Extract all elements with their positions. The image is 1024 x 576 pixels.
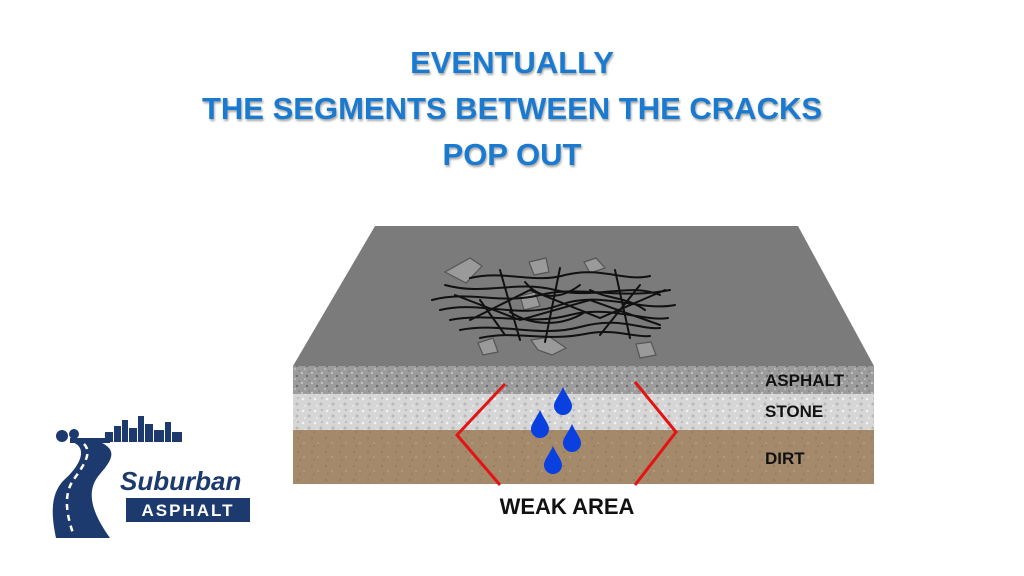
asphalt-top-surface bbox=[293, 226, 874, 366]
left-bracket bbox=[454, 382, 507, 486]
logo-product-banner bbox=[126, 498, 250, 522]
asphalt-layer bbox=[293, 366, 874, 394]
popped-segments bbox=[443, 257, 657, 359]
water-drop-icon bbox=[544, 446, 562, 474]
water-drops bbox=[531, 387, 581, 474]
water-drop-icon bbox=[554, 387, 572, 415]
crack-network bbox=[431, 267, 676, 343]
dirt-layer bbox=[293, 430, 874, 484]
stone-layer bbox=[293, 394, 874, 430]
logo-product-name: ASPHALT bbox=[141, 501, 234, 520]
city-skyline-icon bbox=[56, 416, 182, 443]
water-drop-icon bbox=[531, 410, 549, 438]
dirt-label: DIRT bbox=[765, 449, 805, 468]
stone-label: STONE bbox=[765, 402, 823, 421]
suburban-asphalt-logo: Suburban ASPHALT bbox=[52, 416, 250, 538]
logo-brand-name: Suburban bbox=[120, 466, 241, 496]
weak-area-label: WEAK AREA bbox=[500, 494, 635, 519]
weak-area-brackets bbox=[454, 381, 678, 486]
winding-road-icon bbox=[52, 442, 112, 538]
title-line-3: POP OUT bbox=[442, 137, 582, 172]
title-line-1: EVENTUALLY bbox=[410, 45, 614, 80]
title-line-2: THE SEGMENTS BETWEEN THE CRACKS bbox=[201, 91, 823, 126]
right-bracket bbox=[633, 381, 678, 486]
water-drop-icon bbox=[563, 424, 581, 452]
asphalt-label: ASPHALT bbox=[765, 371, 845, 390]
slide-title: EVENTUALLY THE SEGMENTS BETWEEN THE CRAC… bbox=[0, 40, 1024, 178]
